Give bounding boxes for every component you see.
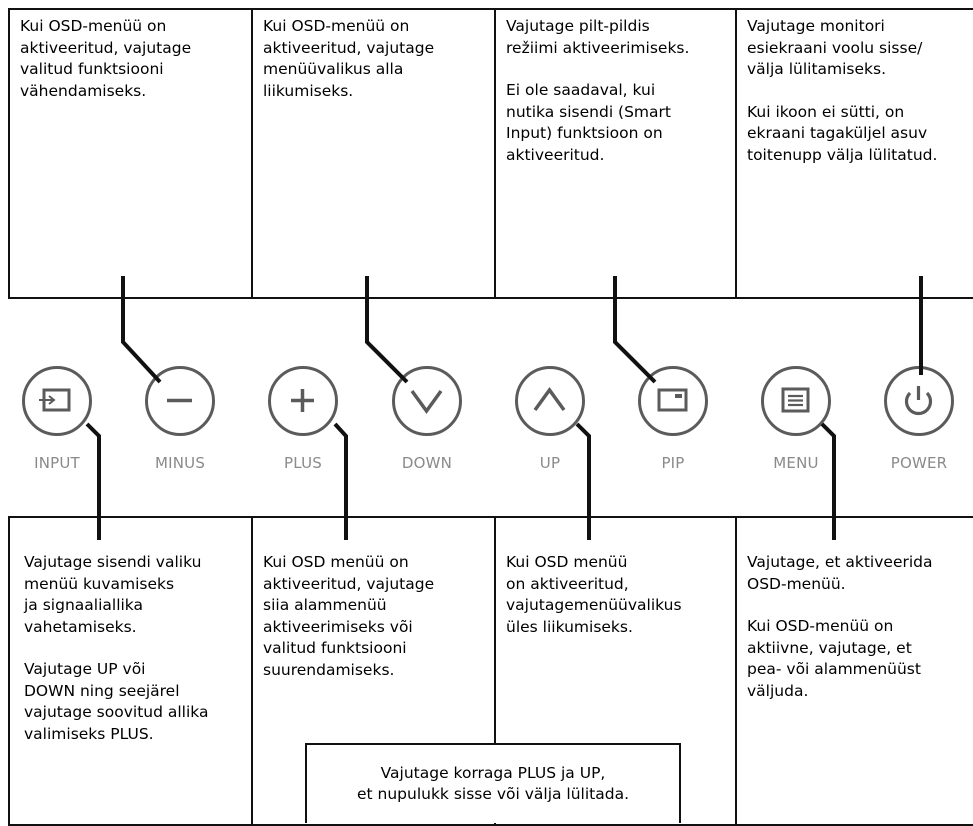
callout-text: Ei ole saadaval, kui nutika sisendi (Sma… [506, 81, 671, 164]
minus-button[interactable] [145, 366, 215, 436]
menu-icon [781, 387, 810, 413]
callout-text: Vajutage pilt-pildis režiimi aktiveerimi… [506, 17, 690, 57]
callout-text: Vajutage sisendi valiku menüü kuvamiseks… [24, 553, 202, 636]
callout-pip: Vajutage pilt-pildis režiimi aktiveerimi… [494, 8, 737, 299]
callout-input: Vajutage sisendi valiku menüü kuvamiseks… [8, 516, 253, 826]
menu-label: MENU [773, 454, 819, 472]
callout-text: Kui OSD-menüü on aktiivne, vajutage, et … [747, 617, 921, 700]
power-label: POWER [890, 454, 948, 472]
plus-label: PLUS [284, 454, 322, 472]
callout-text: Kui ikoon ei sütti, on ekraani tagakülje… [747, 102, 938, 164]
callout-text: Vajutage UP või DOWN ning seejärel vajut… [24, 660, 209, 743]
power-button[interactable] [884, 366, 954, 436]
minus-label: MINUS [154, 454, 206, 472]
callout-text: Kui OSD-menüü on aktiveeritud, vajutage … [263, 17, 435, 100]
input-label: INPUT [34, 454, 80, 472]
callout-text: Kui OSD menüü on aktiveeritud, vajutagem… [506, 553, 682, 636]
key-lock-note: Vajutage korraga PLUS ja UP, et nupulukk… [305, 743, 681, 823]
input-button[interactable] [22, 366, 92, 436]
callout-down: Kui OSD-menüü on aktiveeritud, vajutage … [251, 8, 496, 299]
menu-button[interactable] [761, 366, 831, 436]
callout-minus: Kui OSD-menüü on aktiveeritud, vajutage … [8, 8, 253, 299]
note-text: Vajutage korraga PLUS ja UP, et nupulukk… [356, 764, 630, 803]
chevron-down-icon [410, 389, 443, 414]
down-button[interactable] [392, 366, 462, 436]
callout-text: Kui OSD menüü on aktiveeritud, vajutage … [263, 553, 435, 679]
pip-icon [657, 388, 688, 412]
up-button[interactable] [515, 366, 585, 436]
pip-label: PIP [661, 454, 685, 472]
callout-text: Kui OSD-menüü on aktiveeritud, vajutage … [20, 17, 192, 100]
callout-text: Vajutage, et aktiveerida OSD-menüü. [747, 553, 933, 593]
power-icon [904, 386, 933, 416]
plus-icon [291, 389, 314, 412]
up-label: UP [539, 454, 561, 472]
minus-icon [167, 398, 192, 403]
plus-button[interactable] [268, 366, 338, 436]
chevron-up-icon [533, 387, 566, 412]
callout-power: Vajutage monitori esiekraani voolu sisse… [735, 8, 973, 299]
down-label: DOWN [401, 454, 453, 472]
callout-menu: Vajutage, et aktiveerida OSD-menüü. Kui … [735, 516, 973, 826]
input-icon [39, 388, 71, 412]
pip-button[interactable] [638, 366, 708, 436]
callout-text: Vajutage monitori esiekraani voolu sisse… [747, 17, 923, 78]
